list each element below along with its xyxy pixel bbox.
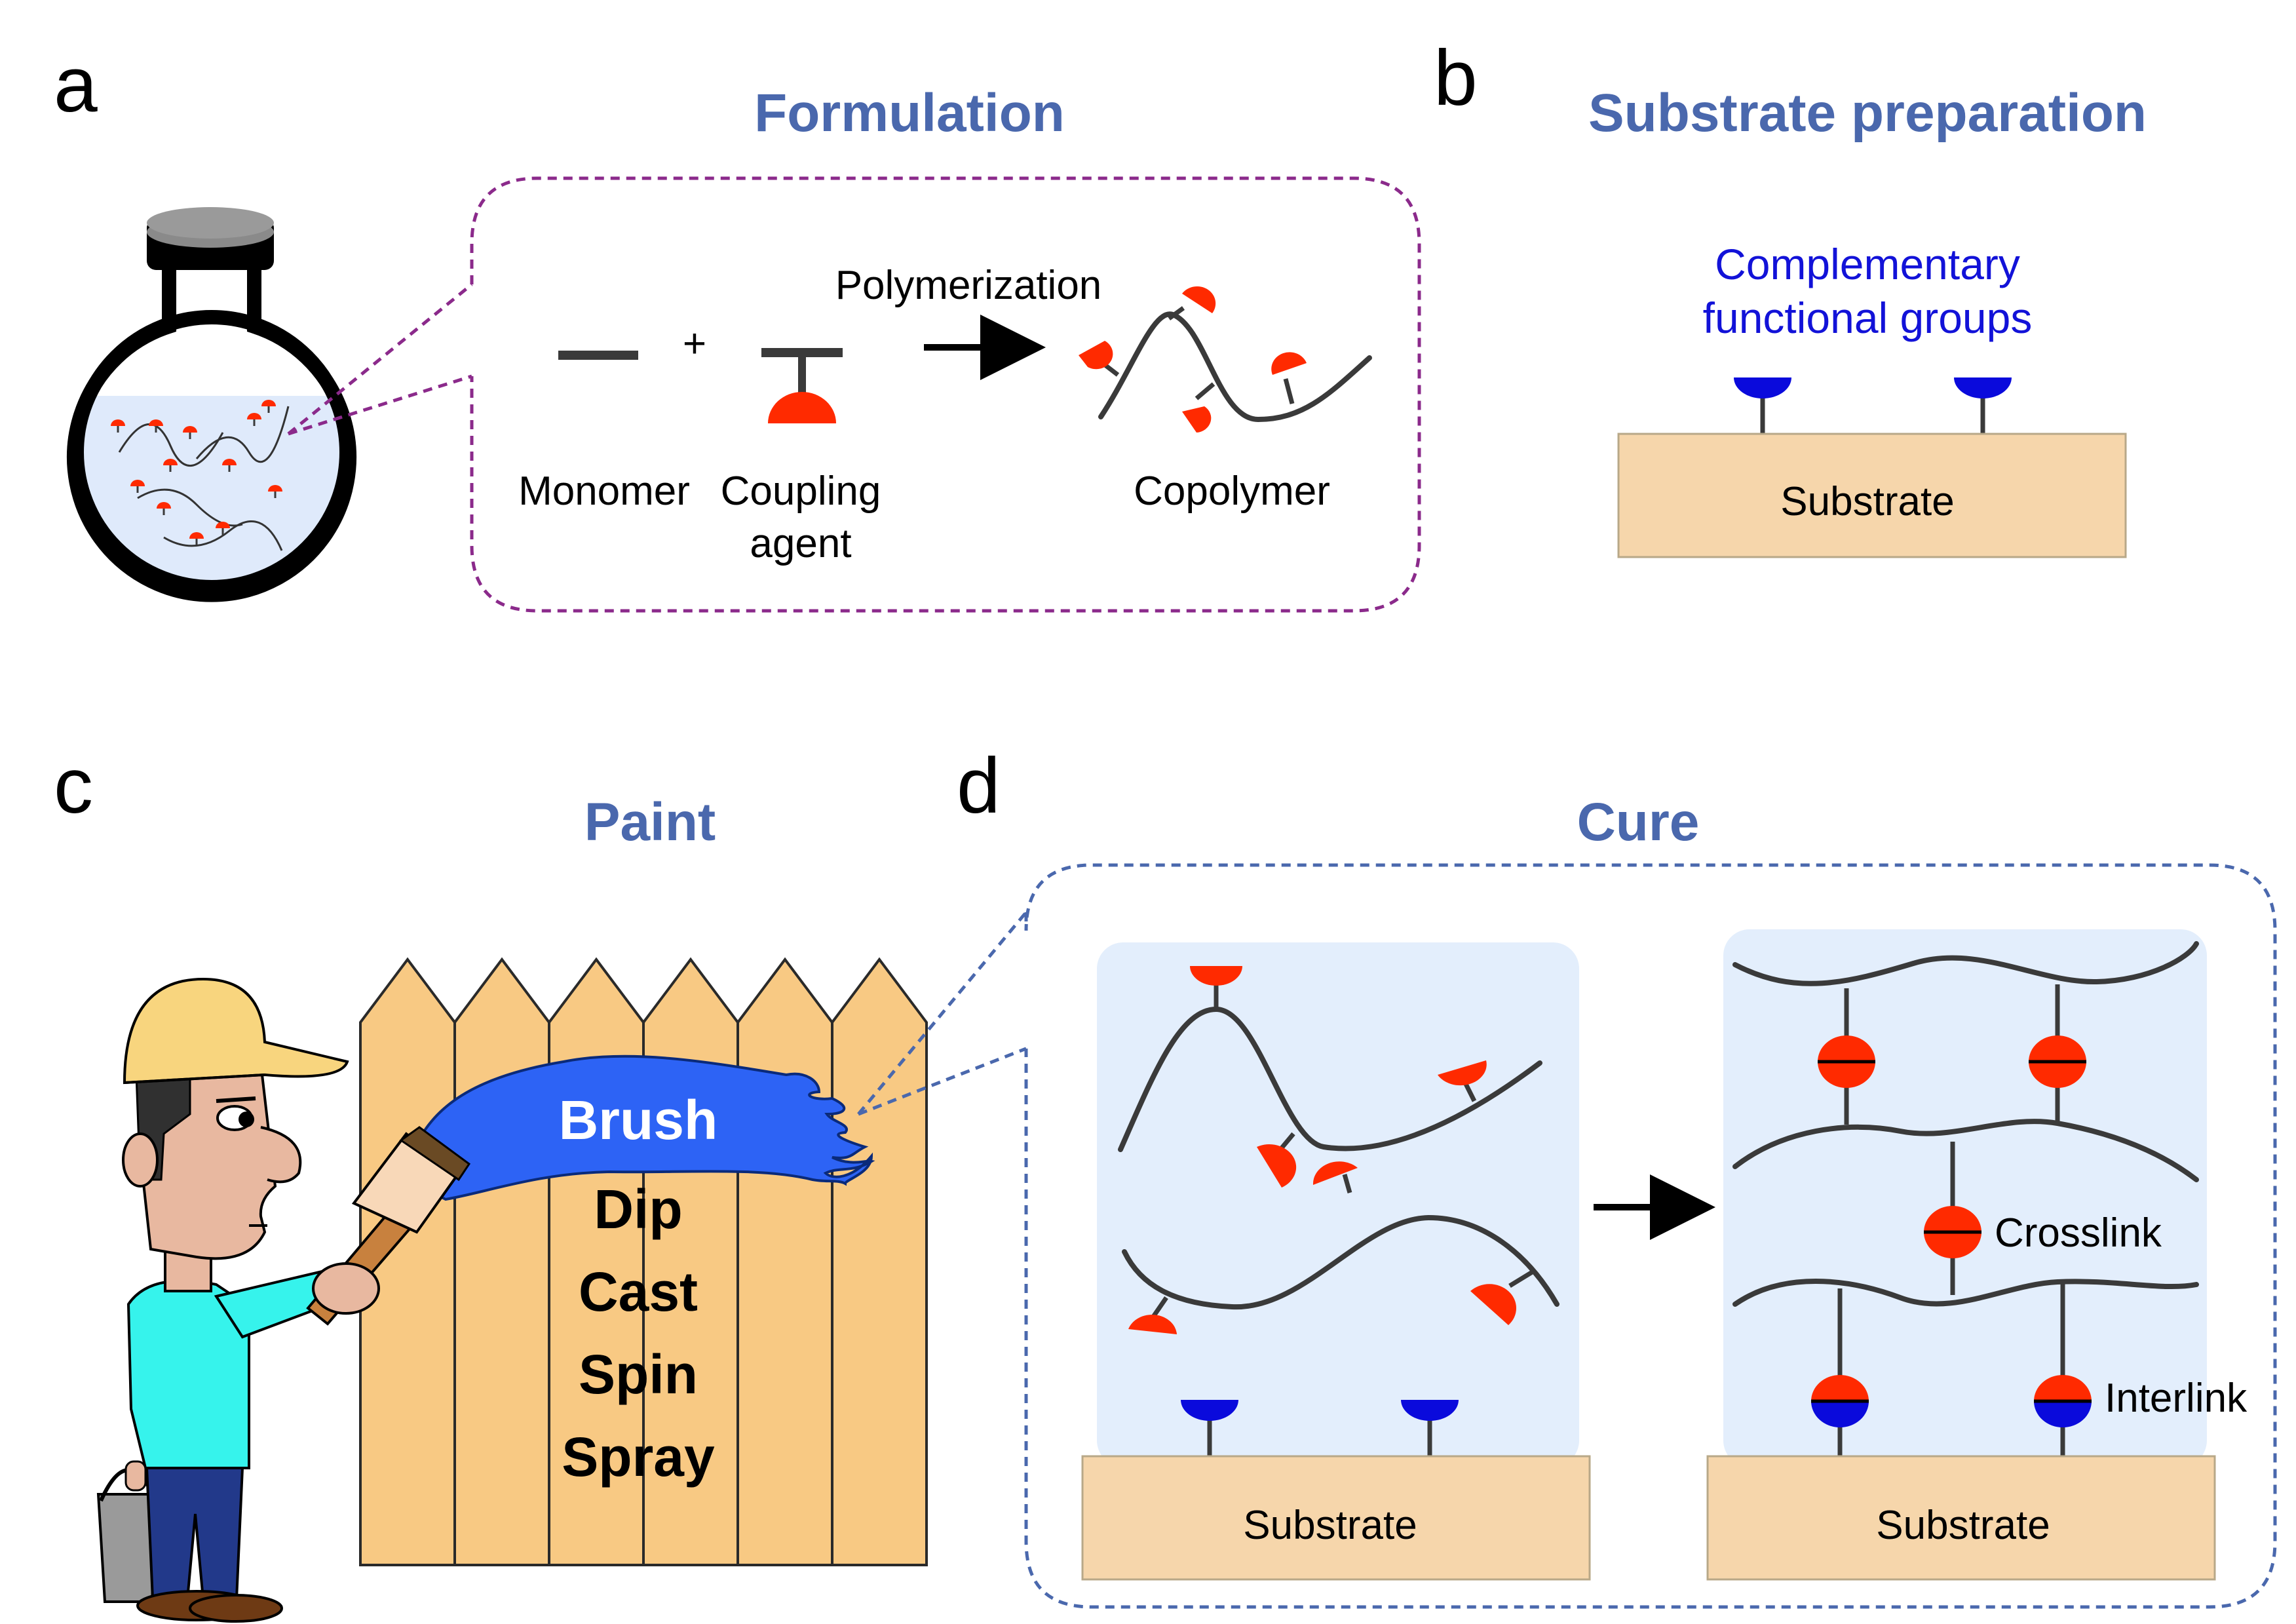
- coupling-label-line1: Coupling: [721, 469, 881, 514]
- functional-group-icon: [1734, 377, 1791, 434]
- panel-b: b Substrate preparation Complementary fu…: [1434, 34, 2147, 558]
- groups-label-line2: functional groups: [1703, 294, 2033, 342]
- gel-before-cure: [1097, 942, 1579, 1467]
- substrate-label-left: Substrate: [1243, 1503, 1417, 1548]
- interlink-label: Interlink: [2105, 1376, 2248, 1421]
- copolymer-label: Copolymer: [1134, 469, 1330, 514]
- coupling-agent-icon: [761, 348, 843, 423]
- substrate-block: [1617, 433, 2127, 558]
- method-brush: Brush: [559, 1089, 718, 1151]
- formulation-callout: [470, 176, 1421, 613]
- panel-letter-b: b: [1434, 34, 1478, 122]
- cured-network: [1732, 941, 2199, 1456]
- painter-icon: [96, 977, 471, 1623]
- panel-letter-d: d: [957, 742, 1001, 830]
- substrate-block-right: [1706, 1455, 2216, 1581]
- formulation-title: Formulation: [754, 83, 1065, 143]
- flask-icon: [67, 207, 356, 602]
- panel-d: d Cure Substrate: [957, 742, 2277, 1609]
- panel-letter-a: a: [54, 41, 98, 128]
- copolymer-icon: [1079, 286, 1372, 433]
- panel-letter-c: c: [54, 742, 93, 830]
- panel-a: a Formulation: [54, 41, 1421, 613]
- paint-stroke: [410, 1054, 875, 1201]
- method-dip: Dip: [594, 1178, 682, 1240]
- method-cast: Cast: [579, 1261, 698, 1323]
- method-spray: Spray: [562, 1426, 715, 1488]
- polymerization-label: Polymerization: [835, 263, 1102, 308]
- coupling-label-line2: agent: [750, 521, 851, 566]
- substrate-preparation-title: Substrate preparation: [1588, 83, 2147, 143]
- cure-callout: [1024, 863, 2277, 1609]
- paint-title: Paint: [584, 792, 716, 852]
- plus-sign: +: [683, 321, 706, 366]
- substrate-block-left: [1081, 1455, 1591, 1581]
- panel-c: c Paint Brush Dip Cast Spin Spray: [54, 742, 1027, 1623]
- cure-title: Cure: [1577, 792, 1700, 852]
- substrate-label-right: Substrate: [1876, 1503, 2050, 1548]
- monomer-label: Monomer: [518, 469, 690, 514]
- method-spin: Spin: [579, 1344, 698, 1405]
- crosslink-label: Crosslink: [1995, 1210, 2162, 1256]
- substrate-label: Substrate: [1780, 479, 1954, 524]
- uncured-chains: [1118, 966, 1559, 1334]
- functional-group-icon: [1954, 377, 2012, 434]
- groups-label-line1: Complementary: [1715, 240, 2020, 288]
